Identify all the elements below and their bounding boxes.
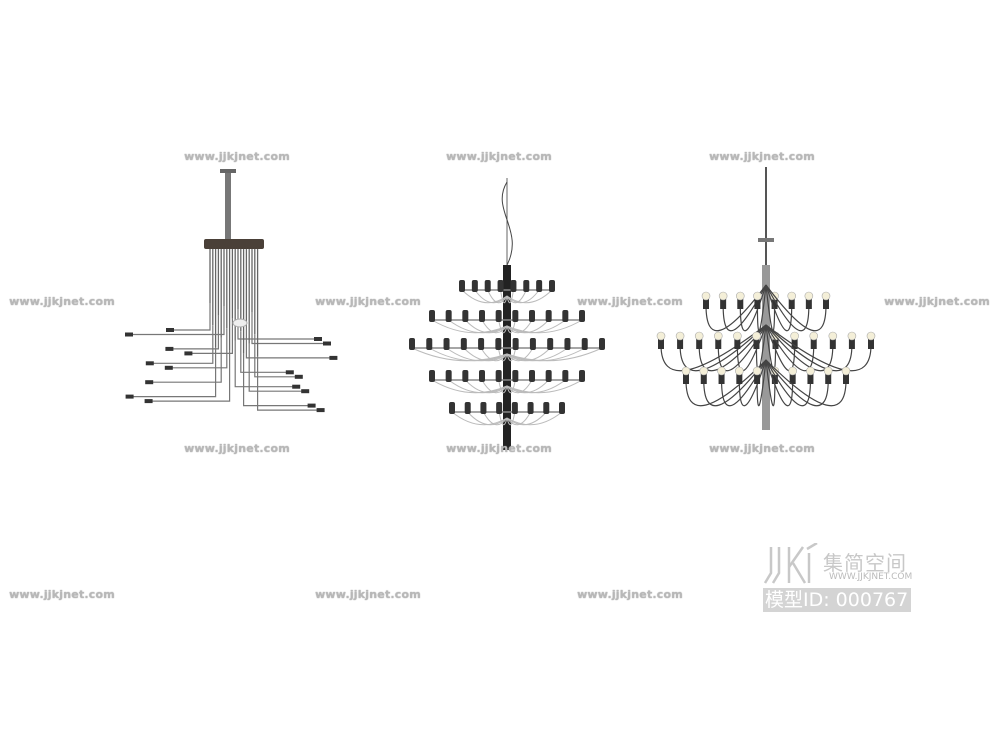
chandelier-right	[656, 167, 876, 430]
logo-chinese-name: 集简空间	[823, 551, 907, 575]
model-id: 模型ID: 000767	[763, 588, 911, 612]
logo-url: WWW.JJKJNET.COM	[829, 572, 913, 582]
watermark: www.jjkjnet.com	[184, 150, 290, 163]
watermark: www.jjkjnet.com	[709, 442, 815, 455]
watermark: www.jjkjnet.com	[9, 588, 115, 601]
brand-logo: 集简空间 WWW.JJKJNET.COM 模型ID: 000767	[763, 541, 913, 615]
chandelier-middle	[409, 178, 605, 450]
logo-mark-icon	[763, 541, 818, 584]
watermark: www.jjkjnet.com	[709, 150, 815, 163]
watermark: www.jjkjnet.com	[184, 442, 290, 455]
watermark: www.jjkjnet.com	[315, 588, 421, 601]
watermark: www.jjkjnet.com	[577, 588, 683, 601]
watermark: www.jjkjnet.com	[884, 295, 990, 308]
watermark: www.jjkjnet.com	[9, 295, 115, 308]
watermark: www.jjkjnet.com	[446, 150, 552, 163]
chandelier-left	[125, 169, 338, 413]
